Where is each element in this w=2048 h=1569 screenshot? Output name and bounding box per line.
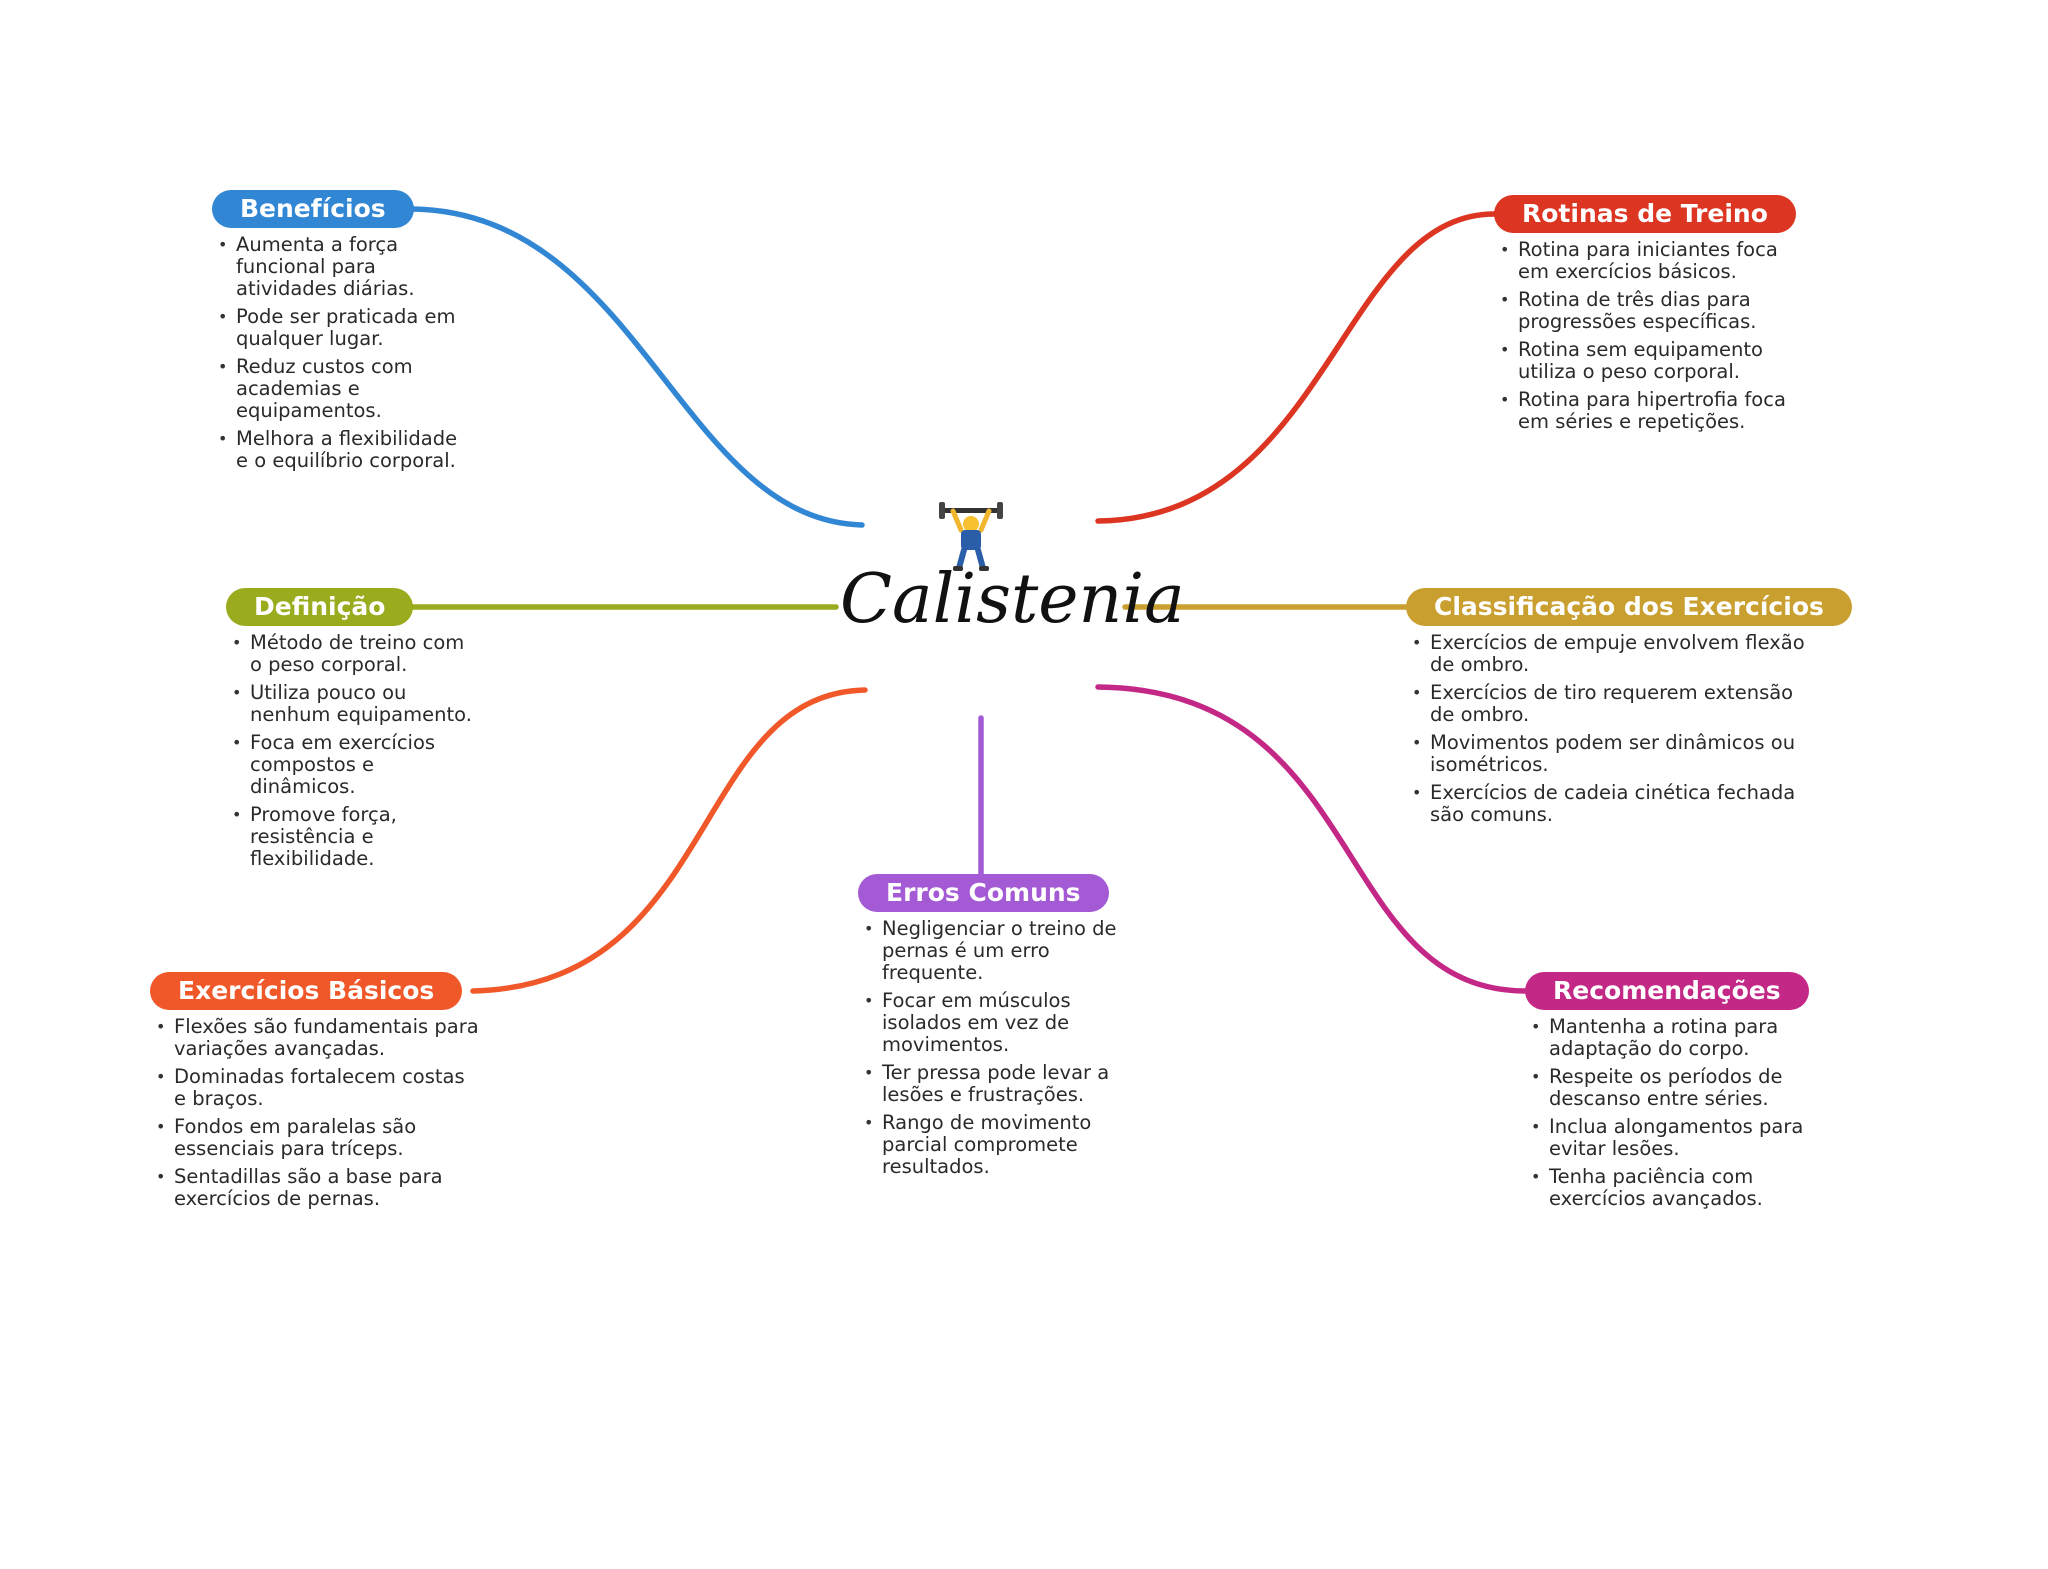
topic-pill-recomendacoes[interactable]: Recomendações — [1525, 972, 1809, 1010]
topic-pill-definicao[interactable]: Definição — [226, 588, 414, 626]
list-item: Rotina sem equipamento utiliza o peso co… — [1494, 339, 1794, 383]
list-item: Utiliza pouco ou nenhum equipamento. — [226, 682, 476, 726]
list-item: Rotina de três dias para progressões esp… — [1494, 289, 1794, 333]
branch-classificacao: Classificação dos Exercícios Exercícios … — [1406, 588, 1886, 832]
topic-pill-classificacao[interactable]: Classificação dos Exercícios — [1406, 588, 1852, 626]
list-item: Rotina para iniciantes foca em exercício… — [1494, 239, 1794, 283]
weightlifter-icon — [935, 502, 1007, 574]
list-item: Dominadas fortalecem costas e braços. — [150, 1066, 480, 1110]
list-item: Mantenha a rotina para adaptação do corp… — [1525, 1016, 1825, 1060]
connector-beneficios — [409, 206, 865, 528]
topic-pill-beneficios[interactable]: Benefícios — [212, 190, 414, 228]
branch-beneficios: Benefícios Aumenta a força funcional par… — [212, 190, 482, 478]
branch-definicao: Definição Método de treino com o peso co… — [226, 588, 486, 876]
branch-recomendacoes: Recomendações Mantenha a rotina para ada… — [1525, 972, 1845, 1216]
branch-basicos: Exercícios Básicos Flexões são fundament… — [150, 972, 490, 1216]
list-item: Método de treino com o peso corporal. — [226, 632, 476, 676]
list-item: Pode ser praticada em qualquer lugar. — [212, 306, 462, 350]
branch-erros: Erros Comuns Negligenciar o treino de pe… — [858, 874, 1138, 1184]
list-item: Tenha paciência com exercícios avançados… — [1525, 1166, 1825, 1210]
topic-pill-erros[interactable]: Erros Comuns — [858, 874, 1109, 912]
list-item: Promove força, resistência e flexibilida… — [226, 804, 476, 870]
branch-rotinas: Rotinas de Treino Rotina para iniciantes… — [1494, 195, 1834, 439]
list-item: Rango de movimento parcial compromete re… — [858, 1112, 1128, 1178]
list-item: Foca em exercícios compostos e dinâmicos… — [226, 732, 476, 798]
list-item: Reduz custos com academias e equipamento… — [212, 356, 462, 422]
connector-recomendacoes — [1095, 684, 1528, 994]
list-beneficios: Aumenta a força funcional para atividade… — [212, 234, 462, 472]
list-item: Exercícios de tiro requerem extensão de … — [1406, 682, 1816, 726]
list-item: Exercícios de empuje envolvem flexão de … — [1406, 632, 1816, 676]
list-item: Rotina para hipertrofia foca em séries e… — [1494, 389, 1794, 433]
list-basicos: Flexões são fundamentais para variações … — [150, 1016, 480, 1210]
list-item: Respeite os períodos de descanso entre s… — [1525, 1066, 1825, 1110]
list-item: Aumenta a força funcional para atividade… — [212, 234, 462, 300]
list-item: Sentadillas são a base para exercícios d… — [150, 1166, 480, 1210]
list-item: Ter pressa pode levar a lesões e frustra… — [858, 1062, 1128, 1106]
list-item: Focar em músculos isolados em vez de mov… — [858, 990, 1128, 1056]
list-item: Melhora a flexibilidade e o equilíbrio c… — [212, 428, 462, 472]
connector-basicos — [470, 687, 868, 994]
center-title: Calistenia — [840, 560, 1185, 639]
list-classificacao: Exercícios de empuje envolvem flexão de … — [1406, 632, 1816, 826]
list-item: Movimentos podem ser dinâmicos ou isomét… — [1406, 732, 1816, 776]
list-item: Inclua alongamentos para evitar lesões. — [1525, 1116, 1825, 1160]
list-recomendacoes: Mantenha a rotina para adaptação do corp… — [1525, 1016, 1825, 1210]
topic-pill-basicos[interactable]: Exercícios Básicos — [150, 972, 463, 1010]
list-erros: Negligenciar o treino de pernas é um err… — [858, 918, 1128, 1178]
list-item: Exercícios de cadeia cinética fechada sã… — [1406, 782, 1816, 826]
list-item: Flexões são fundamentais para variações … — [150, 1016, 480, 1060]
list-definicao: Método de treino com o peso corporal. Uti… — [226, 632, 476, 870]
topic-pill-rotinas[interactable]: Rotinas de Treino — [1494, 195, 1796, 233]
list-item: Fondos em paralelas são essenciais para … — [150, 1116, 480, 1160]
list-rotinas: Rotina para iniciantes foca em exercício… — [1494, 239, 1794, 433]
connector-rotinas — [1095, 211, 1499, 524]
list-item: Negligenciar o treino de pernas é um err… — [858, 918, 1128, 984]
